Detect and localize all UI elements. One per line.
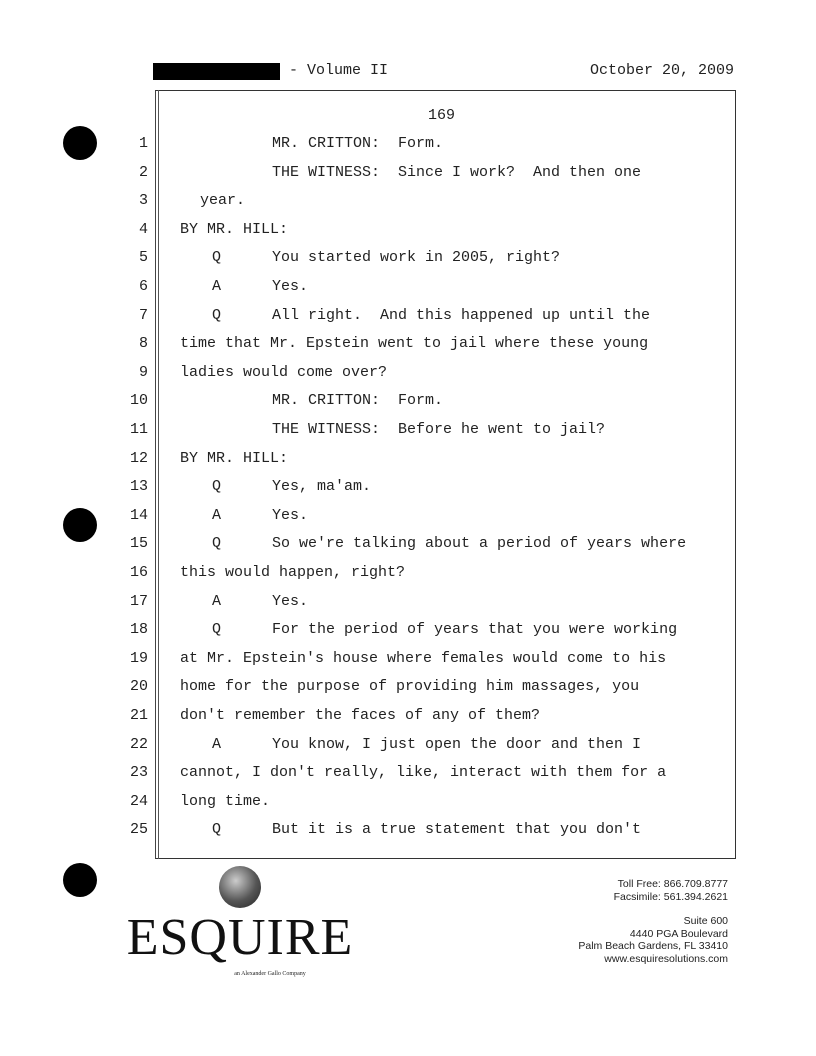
line-number: 16 <box>129 564 148 581</box>
transcript-line: But it is a true statement that you don'… <box>272 821 642 839</box>
line-number: 18 <box>129 621 148 639</box>
transcript-line: BY MR. HILL: <box>180 449 289 467</box>
speaker-marker: Q <box>212 249 222 267</box>
toll-free: Toll Free: 866.709.8777 <box>617 878 728 890</box>
line-number: 8 <box>138 335 148 353</box>
line-number: 23 <box>129 764 148 782</box>
redaction-bar <box>153 63 280 80</box>
phone-block: Toll Free: 866.709.8777 Facsimile: 561.3… <box>614 878 728 903</box>
punch-hole <box>63 126 97 160</box>
punch-hole <box>63 863 97 897</box>
line-number: 20 <box>129 678 148 696</box>
transcript-line: year. <box>200 192 246 210</box>
transcript-line: ladies would come over? <box>180 363 388 381</box>
transcript-line: For the period of years that you were wo… <box>272 621 678 639</box>
speaker-marker: A <box>212 278 222 295</box>
line-number: 6 <box>138 278 148 295</box>
website[interactable]: www.esquiresolutions.com <box>604 952 728 965</box>
transcript-line: Yes, ma'am. <box>272 478 372 496</box>
margin-line <box>158 90 159 859</box>
line-number: 2 <box>138 163 148 181</box>
facsimile: Facsimile: 561.394.2621 <box>613 890 728 903</box>
address-block: Suite 600 4440 PGA Boulevard Palm Beach … <box>578 915 728 965</box>
transcript-line: All right. And this happened up until th… <box>272 306 651 324</box>
line-number: 11 <box>129 421 148 438</box>
transcript-line: Yes. <box>272 506 309 524</box>
street: 4440 PGA Boulevard <box>629 927 728 940</box>
transcript-line: at Mr. Epstein's house where females wou… <box>180 649 667 667</box>
suite: Suite 600 <box>683 915 728 927</box>
transcript-line: MR. CRITTON: Form. <box>272 392 444 410</box>
line-number: 4 <box>138 220 148 238</box>
transcript-line: don't remember the faces of any of them? <box>180 707 541 724</box>
transcript-line: time that Mr. Epstein went to jail where… <box>180 335 649 353</box>
line-number: 24 <box>129 792 148 810</box>
line-number: 7 <box>138 306 148 324</box>
transcript-line: long time. <box>180 792 271 810</box>
speaker-marker: Q <box>212 821 222 839</box>
speaker-marker: A <box>212 592 222 610</box>
line-number: 25 <box>129 821 148 839</box>
volume-label: - Volume II <box>289 62 389 79</box>
line-number: 17 <box>129 592 148 610</box>
line-number: 21 <box>129 707 148 724</box>
line-number: 5 <box>138 249 148 267</box>
transcript-line: MR. CRITTON: Form. <box>272 135 444 152</box>
transcript-line: THE WITNESS: Since I work? And then one <box>272 163 642 181</box>
line-number: 3 <box>138 192 148 210</box>
transcript-line: BY MR. HILL: <box>180 220 289 238</box>
line-number: 19 <box>129 649 148 667</box>
line-number: 15 <box>129 535 148 553</box>
punch-hole <box>63 508 97 542</box>
line-number: 1 <box>138 135 148 152</box>
esquire-logo: ESQUIRE an Alexander Gallo Company <box>125 866 355 978</box>
speaker-marker: Q <box>212 621 222 639</box>
page-number: 169 <box>428 107 456 124</box>
line-number: 14 <box>129 506 148 524</box>
speaker-marker: Q <box>212 535 222 553</box>
speaker-marker: Q <box>212 478 222 496</box>
date-label: October 20, 2009 <box>589 62 734 79</box>
logo-text: ESQUIRE <box>126 909 354 966</box>
transcript-line: cannot, I don't really, like, interact w… <box>180 764 667 782</box>
transcript-line: Yes. <box>272 592 309 610</box>
transcript-frame <box>155 90 736 859</box>
transcript-line: Yes. <box>272 278 309 295</box>
transcript-line: So we're talking about a period of years… <box>272 535 687 553</box>
speaker-marker: Q <box>212 306 222 324</box>
transcript-line: THE WITNESS: Before he went to jail? <box>272 421 606 438</box>
line-number: 10 <box>129 392 148 410</box>
logo-subtitle: an Alexander Gallo Company <box>234 971 306 977</box>
speaker-marker: A <box>212 735 222 753</box>
line-number: 13 <box>129 478 148 496</box>
transcript-line: You know, I just open the door and then … <box>272 735 642 753</box>
line-number: 12 <box>129 449 148 467</box>
transcript-line: home for the purpose of providing him ma… <box>180 678 640 696</box>
line-number: 9 <box>138 363 148 381</box>
line-number: 22 <box>129 735 148 753</box>
transcript-line: this would happen, right? <box>180 564 406 581</box>
city: Palm Beach Gardens, FL 33410 <box>578 940 728 952</box>
globe-icon <box>219 866 261 908</box>
transcript-line: You started work in 2005, right? <box>272 249 561 267</box>
speaker-marker: A <box>212 506 222 524</box>
